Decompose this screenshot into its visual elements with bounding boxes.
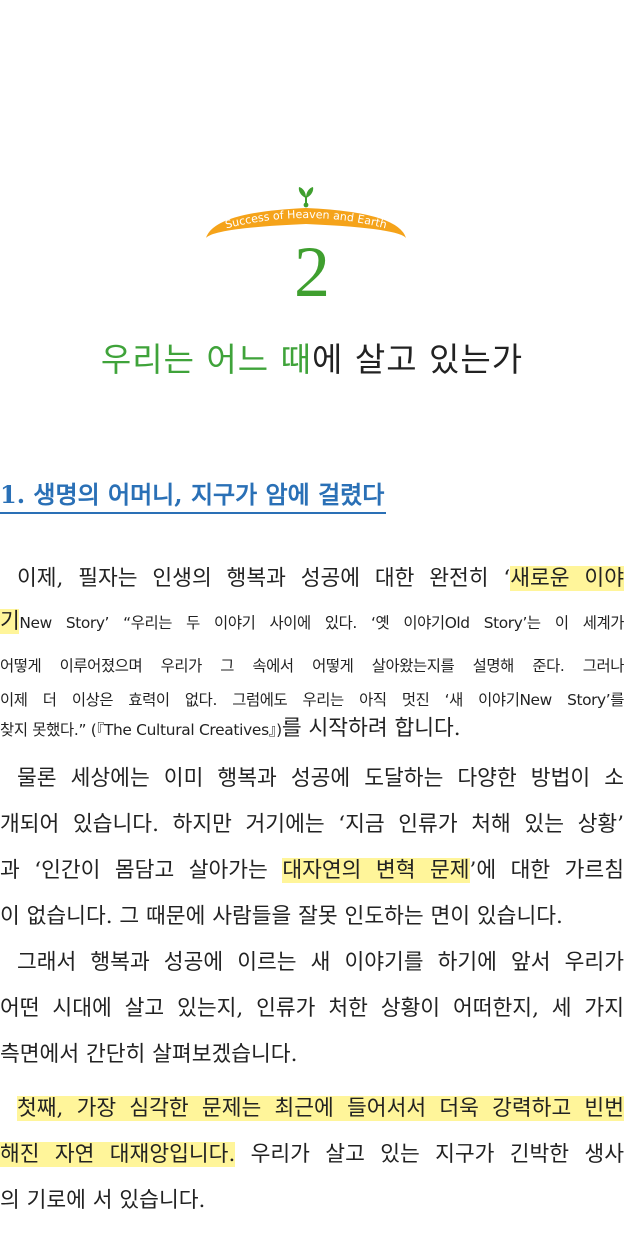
text-run: ’에 대한 가르침 [469, 858, 624, 883]
paragraph-1-line-2: 기New Story’ “우리는 두 이야기 사이에 있다. ‘옛 이야기Old… [0, 608, 624, 637]
highlight-run: 첫째, 가장 심각한 문제는 최근에 들어서서 더욱 강력하고 빈번 [17, 1096, 624, 1121]
chapter-number: 2 [294, 232, 330, 312]
paragraph-2-line-1: 물론 세상에는 이미 행복과 성공에 도달하는 다양한 방법이 소 [17, 766, 624, 791]
text-run: 이제, 필자는 인생의 행복과 성공에 대한 완전히 ‘ [17, 566, 511, 591]
paragraph-3-line-1: 그래서 행복과 성공에 이르는 새 이야기를 하기에 앞서 우리가 [17, 950, 624, 975]
emblem-banner-shape [206, 208, 406, 238]
chapter-emblem: Success of Heaven and Earth [206, 187, 406, 238]
emblem-text: Success of Heaven and Earth [224, 208, 388, 231]
chapter-title-highlight: 우리는 어느 때 [100, 340, 312, 379]
sprout-icon [298, 187, 314, 208]
paragraph-4-line-2: 해진 자연 대재앙입니다. 우리가 살고 있는 지구가 긴박한 생사 [0, 1132, 624, 1178]
paragraph-3-line-2: 어떤 시대에 살고 있는지, 인류가 처한 상황이 어떠한지, 세 가지 [0, 996, 624, 1021]
paragraph-1-line-1: 이제, 필자는 인생의 행복과 성공에 대한 완전히 ‘새로운 이야 [0, 556, 624, 602]
paragraph-2-line-3: 과 ‘인간이 몸담고 살아가는 대자연의 변혁 문제’에 대한 가르침 [0, 848, 624, 894]
paragraph-1-line-4: 이제 더 이상은 효력이 없다. 그럼에도 우리는 아직 멋진 ‘새 이야기Ne… [0, 691, 624, 709]
text-run: 과 ‘인간이 몸담고 살아가는 [0, 858, 283, 883]
highlight-run: 대자연의 변혁 문제 [282, 858, 470, 883]
chapter-title: 우리는 어느 때에 살고 있는가 [0, 338, 624, 382]
highlight-run: 새로운 이야 [510, 566, 624, 591]
paragraph-1-line-3: 어떻게 이루어졌으며 우리가 그 속에서 어떻게 살아왔는지를 설명해 준다. … [0, 657, 624, 675]
section-heading: 1. 생명의 어머니, 지구가 암에 걸렸다 [0, 478, 387, 514]
paragraph-2-line-4: 이 없습니다. 그 때문에 사람들을 잘못 인도하는 면이 있습니다. [0, 904, 563, 929]
citation-text: 찾지 못했다.” (『The Cultural Creatives』) [0, 721, 282, 739]
paragraph-4-line-1: 첫째, 가장 심각한 문제는 최근에 들어서서 더욱 강력하고 빈번 [0, 1086, 624, 1132]
paragraph-1-line-5: 찾지 못했다.” (『The Cultural Creatives』)를 시작하… [0, 706, 624, 753]
highlight-run: 기 [0, 609, 20, 634]
paragraph-2-line-2: 개되어 있습니다. 하지만 거기에는 ‘지금 인류가 처해 있는 상황’ [0, 812, 624, 837]
paragraph-4-line-3: 의 기로에 서 있습니다. [0, 1188, 206, 1213]
text-run: 우리가 살고 있는 지구가 긴박한 생사 [235, 1142, 624, 1167]
quote-text: New Story’ “우리는 두 이야기 사이에 있다. ‘옛 이야기Old … [19, 614, 624, 632]
paragraph-3-line-3: 측면에서 간단히 살펴보겠습니다. [0, 1042, 298, 1067]
text-run: 를 시작하려 합니다. [281, 716, 461, 741]
chapter-title-rest: 에 살고 있는가 [312, 340, 524, 379]
highlight-run: 해진 자연 대재앙입니다. [0, 1142, 236, 1167]
